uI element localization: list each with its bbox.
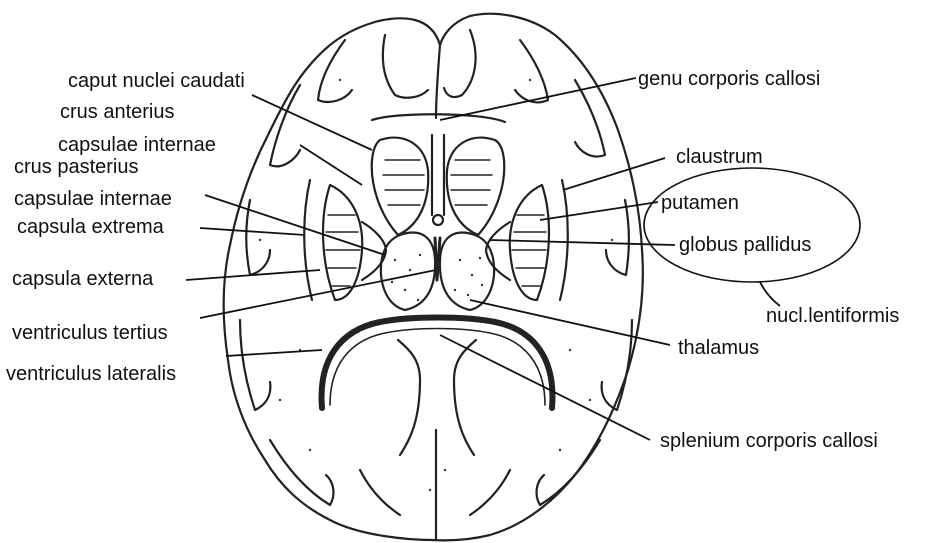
label-thalamus: thalamus [678,337,760,359]
genu-corporis-callosi [370,113,507,124]
leader-capsula-extrema [199,227,306,236]
leader-caput-nuclei-caudati [251,94,373,151]
label-capsulae-internae-2: capsulae internae [14,188,172,210]
leader-genu-corporis-callosi [439,77,637,121]
leader-crus-pasterius [204,194,386,256]
label-ventriculus-tertius: ventriculus tertius [12,322,168,344]
ventriculus-tertius [433,236,442,282]
ventriculus-lateralis [318,314,556,411]
globus-pallidus-right [484,220,512,282]
label-genu-corporis-callosi: genu corporis callosi [638,68,821,90]
leader-ventriculus-lateralis [225,349,323,357]
label-claustrum: claustrum [676,146,763,168]
putamen-right [508,183,551,302]
caput-nuclei-caudati-right [445,136,506,237]
label-capsula-extrema: capsula extrema [17,216,164,238]
putamen-left [321,183,364,302]
label-caput-nuclei-caudati: caput nuclei caudati [68,70,245,92]
label-crus-anterius: crus anterius [60,101,175,123]
globus-pallidus-left [360,220,388,282]
leader-claustrum [562,157,666,191]
leader-ventriculus-tertius [199,269,437,319]
label-crus-pasterius: crus pasterius [14,156,139,178]
caput-nuclei-caudati-left [370,136,430,237]
thalamus-left [379,231,437,312]
thalamus-right [438,231,496,312]
splenium [396,338,478,457]
lentiform-ellipse [643,167,861,283]
label-capsula-externa: capsula externa [12,268,154,290]
leader-nucl-lentiformis [759,281,781,307]
leader-splenium [439,334,651,441]
leader-thalamus [469,299,671,346]
label-ventriculus-lateralis: ventriculus lateralis [6,363,177,385]
leader-putamen [539,201,659,221]
leader-crus-anterius [299,144,363,186]
label-globus-pallidus: globus pallidus [679,234,812,256]
leader-capsula-externa [185,269,321,281]
label-nucl-lentiformis: nucl.lentiformis [766,305,900,327]
label-capsulae-internae-1: capsulae internae [58,134,216,156]
label-putamen: putamen [661,192,739,214]
label-splenium-corporis-callosi: splenium corporis callosi [660,430,878,452]
longitudinal-fissure-front [434,43,442,120]
leader-globus-pallidus [489,239,676,246]
